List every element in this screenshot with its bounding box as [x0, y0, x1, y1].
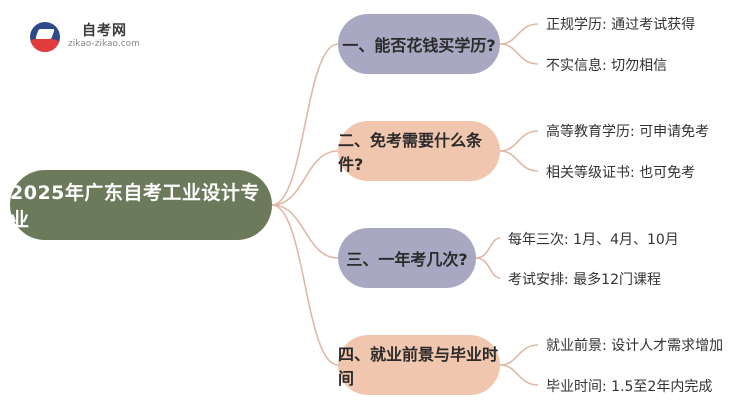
leaf-4-1: 就业前景: 设计人才需求增加 [546, 338, 724, 354]
leaf-3-1: 每年三次: 1月、4月、10月 [508, 232, 679, 248]
connector-branch-2-leaf-2 [499, 150, 539, 172]
leaf-3-2: 考试安排: 最多12门课程 [508, 272, 661, 288]
connector-root-branch-2 [271, 150, 339, 206]
connector-branch-1-leaf-1 [499, 23, 539, 45]
connector-branch-2-leaf-1 [499, 130, 539, 152]
leaf-2-1: 高等教育学历: 可申请免考 [546, 124, 710, 140]
connector-branch-4-leaf-2 [499, 364, 539, 386]
leaf-1-2: 不实信息: 切勿相信 [546, 58, 668, 74]
leaf-4-2: 毕业时间: 1.5至2年内完成 [546, 379, 713, 395]
connector-root-branch-1 [271, 43, 339, 206]
branch-node-1: 一、能否花钱买学历? [338, 14, 500, 74]
connector-root-branch-3 [271, 204, 339, 259]
branch-node-3: 三、一年考几次? [338, 228, 476, 288]
logo-url: zikao-zikao.com [68, 39, 140, 49]
site-logo[interactable]: 自考网 zikao-zikao.com [30, 20, 160, 54]
leaf-1-1: 正规学历: 通过考试获得 [546, 17, 696, 33]
root-node: 2025年广东自考工业设计专业 [10, 170, 272, 240]
branch-node-4: 四、就业前景与毕业时间 [338, 335, 500, 395]
connector-branch-4-leaf-1 [499, 344, 539, 366]
graduation-cap-icon [30, 22, 60, 52]
connector-root-branch-4 [271, 204, 339, 366]
connector-branch-1-leaf-2 [499, 43, 539, 65]
leaf-2-2: 相关等级证书: 也可免考 [546, 165, 696, 181]
connector-branch-3-leaf-1 [475, 237, 501, 259]
branch-node-2: 二、免考需要什么条件? [338, 121, 500, 181]
connector-branch-3-leaf-2 [475, 257, 501, 279]
logo-title: 自考网 [82, 23, 127, 39]
